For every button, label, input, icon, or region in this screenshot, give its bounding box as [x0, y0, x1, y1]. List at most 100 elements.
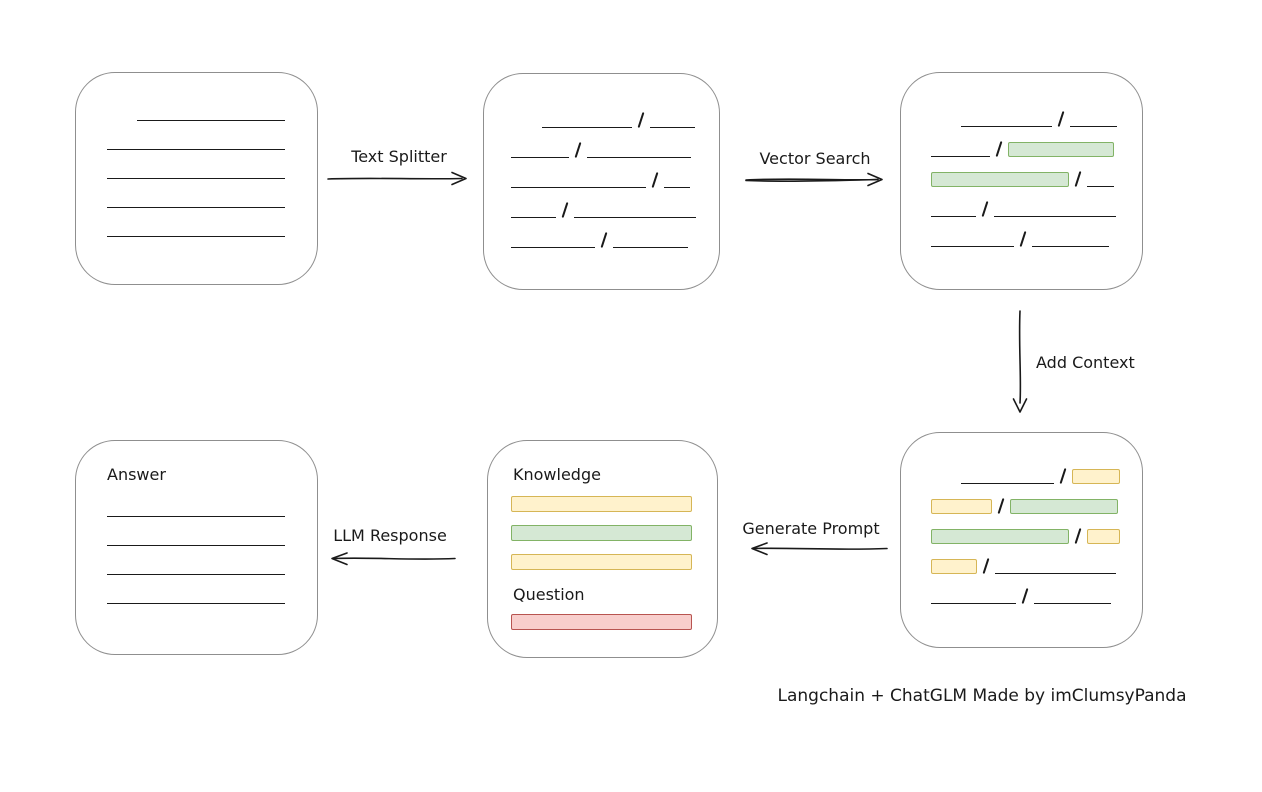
question-bars	[511, 614, 717, 630]
split-text-rows	[484, 74, 719, 248]
yellow-bar	[511, 554, 692, 570]
answer-heading: Answer	[107, 465, 166, 484]
yellow-highlight-chunk	[1072, 469, 1120, 484]
text-line	[961, 483, 1054, 484]
caption: Langchain + ChatGLM Made by imClumsyPand…	[777, 686, 1187, 706]
text-row	[931, 496, 1142, 514]
text-row	[961, 109, 1142, 127]
slash-separator	[637, 112, 645, 128]
slash-separator	[1059, 468, 1067, 484]
slash-separator	[1074, 171, 1082, 187]
knowledge-heading: Knowledge	[513, 465, 601, 484]
text-splitter-arrow	[327, 171, 467, 186]
answer-lines	[107, 516, 317, 604]
add-context-arrow	[1012, 310, 1028, 413]
yellow-highlight-chunk	[1087, 529, 1120, 544]
text-row	[511, 230, 719, 248]
text-line	[107, 236, 285, 237]
text-line	[107, 516, 285, 517]
yellow-highlight-chunk	[931, 499, 992, 514]
yellow-bar	[511, 496, 692, 512]
text-line	[1034, 603, 1111, 604]
text-line	[511, 217, 556, 218]
text-line	[107, 178, 285, 179]
text-line	[107, 207, 285, 208]
text-row	[511, 170, 719, 188]
text-line	[664, 187, 690, 188]
text-row	[511, 200, 719, 218]
context-result-rows	[901, 433, 1142, 604]
yellow-highlight-chunk	[931, 559, 977, 574]
text-line	[995, 573, 1116, 574]
question-heading: Question	[513, 585, 585, 604]
text-row	[931, 229, 1142, 247]
green-highlight-chunk	[931, 172, 1069, 187]
text-line	[511, 247, 595, 248]
text-line	[613, 247, 688, 248]
text-line	[961, 126, 1052, 127]
slash-separator	[1057, 111, 1065, 127]
add-context-label: Add Context	[1036, 353, 1135, 372]
text-line	[650, 127, 695, 128]
text-line	[1070, 126, 1117, 127]
slash-separator	[995, 141, 1003, 157]
vector-search-label: Vector Search	[759, 149, 871, 168]
knowledge-bars	[511, 496, 717, 570]
text-row	[931, 139, 1142, 157]
context-result-box	[900, 432, 1143, 648]
text-row	[542, 110, 719, 128]
generate-prompt-arrow	[751, 542, 888, 556]
slash-separator	[981, 201, 989, 217]
text-line	[931, 603, 1016, 604]
text-row	[931, 169, 1142, 187]
text-line	[1032, 246, 1109, 247]
answer-box: Answer	[75, 440, 318, 655]
vector-result-rows	[901, 73, 1142, 247]
text-row	[511, 140, 719, 158]
text-row	[931, 556, 1142, 574]
slash-separator	[651, 172, 659, 188]
text-line	[587, 157, 691, 158]
slash-separator	[561, 202, 569, 218]
green-bar	[511, 525, 692, 541]
slash-separator	[997, 498, 1005, 514]
green-highlight-chunk	[1010, 499, 1118, 514]
text-splitter-label: Text Splitter	[351, 147, 447, 166]
llm-response-label: LLM Response	[333, 526, 447, 545]
green-highlight-chunk	[1008, 142, 1114, 157]
slash-separator	[982, 558, 990, 574]
generate-prompt-label: Generate Prompt	[742, 519, 880, 538]
slash-separator	[1019, 231, 1027, 247]
text-line	[511, 187, 646, 188]
vector-result-box	[900, 72, 1143, 290]
text-row	[931, 199, 1142, 217]
text-line	[107, 149, 285, 150]
text-row	[931, 526, 1142, 544]
text-line	[511, 157, 569, 158]
slash-separator	[574, 142, 582, 158]
green-highlight-chunk	[931, 529, 1069, 544]
prompt-box: Knowledge Question	[487, 440, 718, 658]
llm-response-arrow	[331, 552, 456, 566]
slash-separator	[1021, 588, 1029, 604]
text-line	[931, 246, 1014, 247]
text-line	[1087, 186, 1114, 187]
text-row	[961, 466, 1142, 484]
red-bar	[511, 614, 692, 630]
text-line	[107, 574, 285, 575]
text-line	[137, 120, 285, 121]
vector-search-arrow	[745, 172, 883, 187]
text-line	[994, 216, 1116, 217]
text-line	[107, 545, 285, 546]
document-box	[75, 72, 318, 285]
text-line	[542, 127, 632, 128]
text-line	[931, 156, 990, 157]
split-text-box	[483, 73, 720, 290]
document-lines	[76, 73, 317, 237]
text-line	[574, 217, 696, 218]
slash-separator	[1074, 528, 1082, 544]
text-line	[931, 216, 976, 217]
text-row	[931, 586, 1142, 604]
text-line	[107, 603, 285, 604]
